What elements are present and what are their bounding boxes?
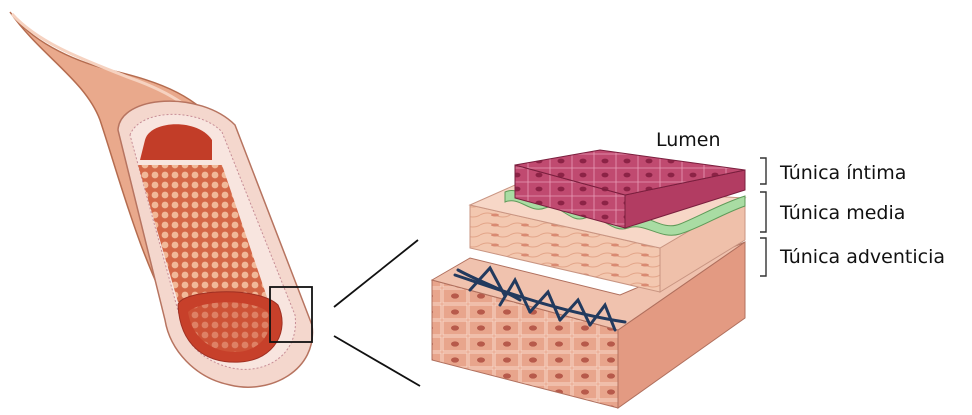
tunica-media-label: Túnica media: [780, 204, 905, 223]
zoom-line-bottom: [334, 336, 420, 386]
bracket-intima: [760, 158, 766, 184]
bracket-adventicia: [760, 238, 766, 276]
blood-vessel-illustration: [10, 12, 313, 387]
wall-layers-block: [432, 150, 745, 408]
tunica-adventicia-label: Túnica adventicia: [780, 248, 945, 267]
bracket-media: [760, 192, 766, 232]
tunica-intima-label: Túnica íntima: [780, 164, 906, 183]
lumen-label: Lumen: [656, 131, 721, 150]
layer-brackets: [760, 158, 766, 276]
zoom-line-top: [334, 240, 418, 307]
